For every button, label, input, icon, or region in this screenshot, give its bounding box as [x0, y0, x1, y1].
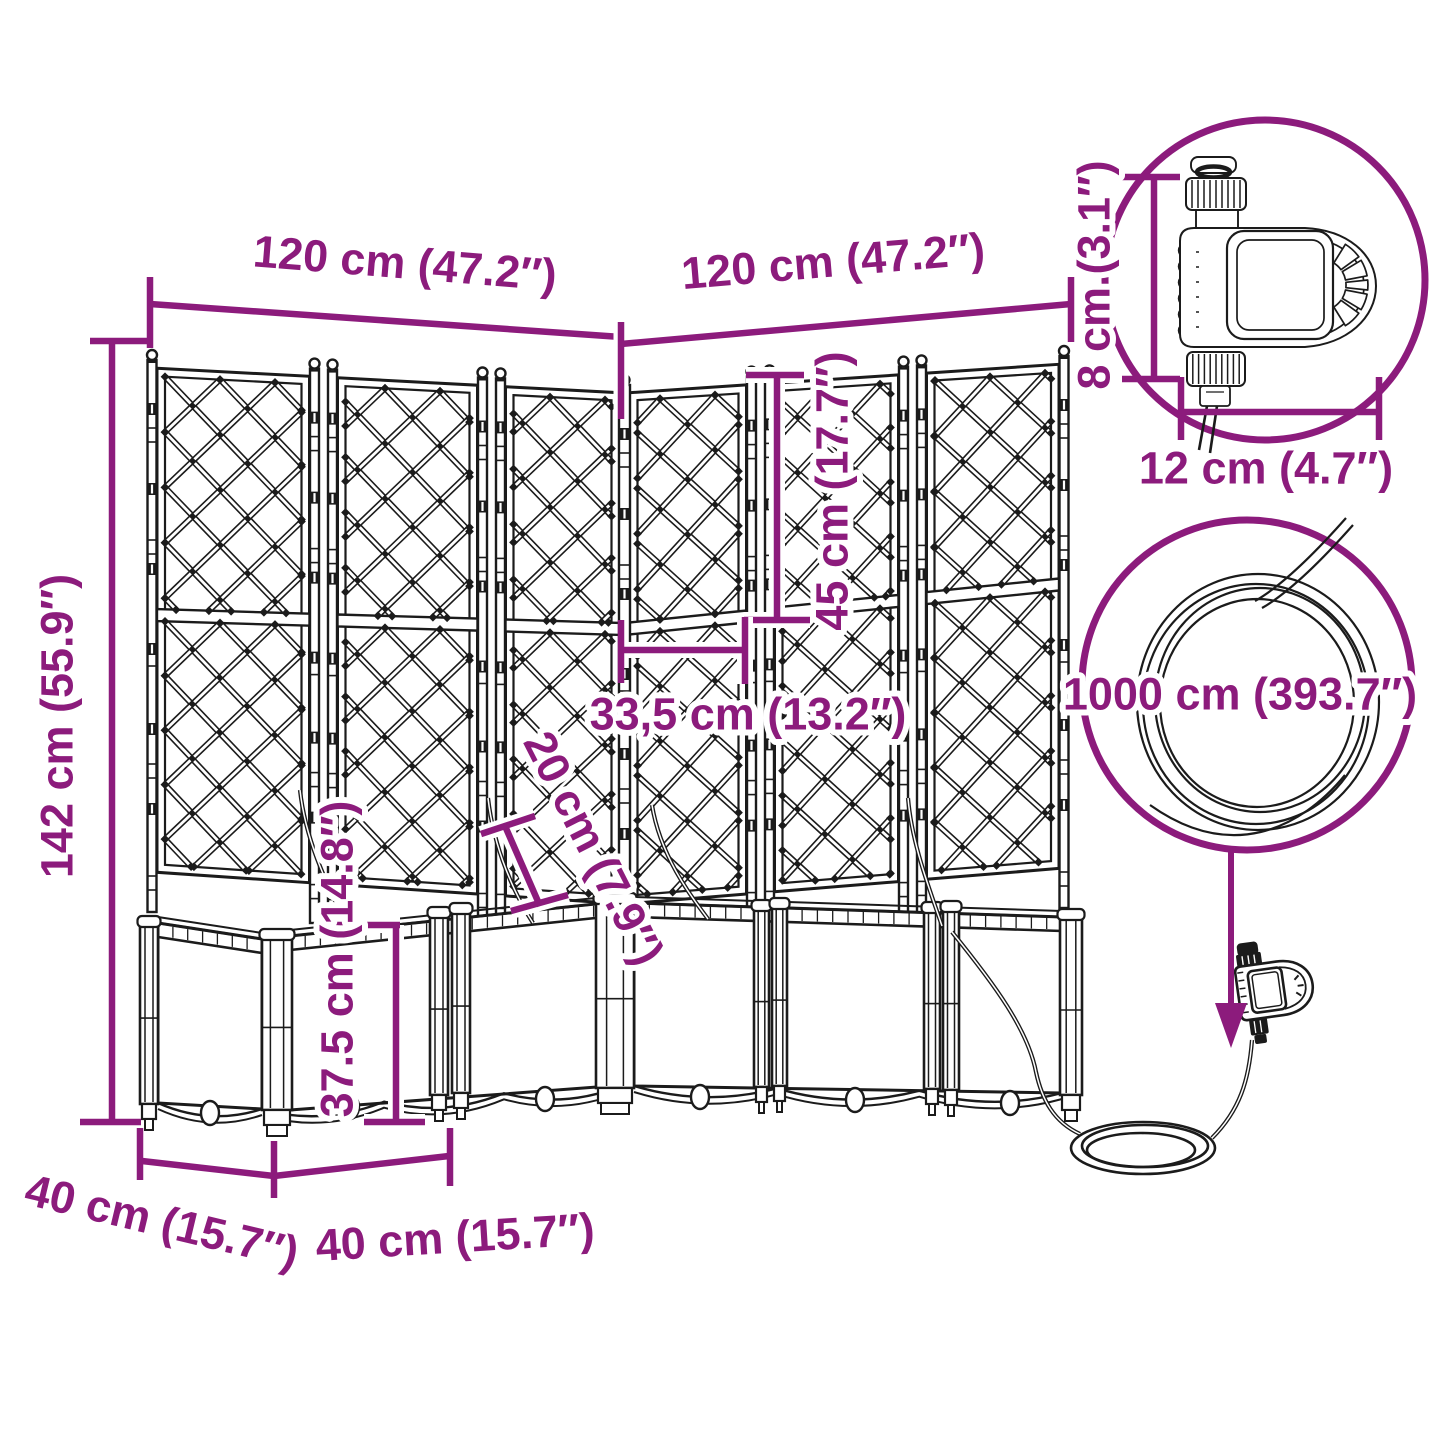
- svg-text:142 cm (55.9″): 142 cm (55.9″): [32, 574, 83, 878]
- svg-text:12 cm (4.7″): 12 cm (4.7″): [1139, 443, 1393, 494]
- svg-text:37.5 cm (14.8″): 37.5 cm (14.8″): [312, 801, 363, 1118]
- svg-text:1000 cm (393.7″): 1000 cm (393.7″): [1063, 669, 1417, 720]
- svg-text:8 cm (3.1″): 8 cm (3.1″): [1069, 160, 1120, 389]
- svg-text:45 cm (17.7″): 45 cm (17.7″): [807, 351, 858, 630]
- svg-text:33,5 cm (13.2″): 33,5 cm (13.2″): [590, 689, 907, 740]
